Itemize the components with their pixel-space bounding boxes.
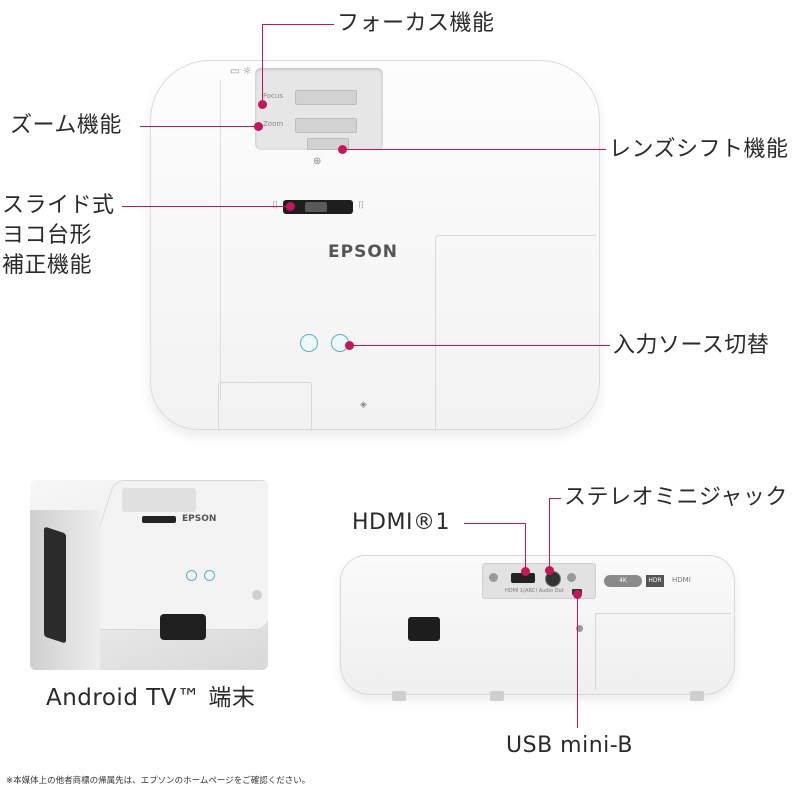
keystone-left-icon: ⌷ [272, 200, 278, 211]
leader-hdmi [464, 523, 526, 524]
marker-hdmi [521, 567, 530, 576]
power-inlet [408, 617, 440, 641]
footnote: ※本媒体上の他者商標の帰属先は、エプソンのホームページをご確認ください。 [6, 776, 311, 786]
projector-foot-cover [218, 382, 312, 431]
projector-rear-view: HDMI 1(ARC) Audio Out 4K HDR HDMI [340, 555, 735, 705]
android-tv-dongle [44, 526, 66, 644]
lamp-indicator-icon: ▭ ☼ [230, 66, 252, 77]
callout-keystone-line2: ヨコ台形 [2, 223, 93, 248]
leader-usb [577, 594, 578, 728]
callout-stereo-jack: ステレオミニジャック [564, 485, 788, 510]
angled-brand-logo: EPSON [182, 514, 217, 524]
callout-usb: USB mini-B [506, 733, 633, 758]
port-screw-left [489, 573, 498, 582]
leader-lens-shift [344, 149, 606, 150]
focus-lever-label: Focus [263, 92, 283, 100]
angled-power-button [186, 570, 197, 581]
angled-keystone-slider [142, 516, 176, 523]
brand-logo: EPSON [328, 242, 398, 262]
focus-lever[interactable] [295, 90, 357, 105]
angled-lens-controls [122, 488, 196, 512]
hdmi-logo: HDMI [672, 576, 691, 584]
port-panel-label: HDMI 1(ARC) Audio Out [505, 588, 564, 594]
leader-stereo-jack-vertical [549, 498, 550, 570]
keystone-right-icon: ⌷ [358, 200, 364, 211]
zoom-lever-label: Zoom [263, 120, 284, 128]
caption-android-tv: Android TV™ 端末 [46, 685, 256, 711]
leader-focus [262, 24, 334, 25]
angled-input-button [204, 570, 215, 581]
android-tv-dongle-photo: EPSON [30, 480, 268, 670]
marker-stereo-jack [545, 566, 554, 575]
marker-input-source [345, 341, 354, 350]
leader-zoom [140, 126, 258, 127]
rear-foot-left [392, 691, 406, 701]
marker-usb [573, 590, 582, 599]
marker-focus [258, 100, 267, 109]
leader-stereo-jack [549, 498, 561, 499]
projector-side-edge [160, 80, 221, 400]
angled-screw [252, 590, 262, 600]
usb-connector [160, 614, 206, 640]
callout-focus: フォーカス機能 [337, 11, 495, 36]
rear-vent-panel [595, 613, 731, 690]
callout-zoom: ズーム機能 [10, 113, 122, 138]
aleo-logo-icon: ◈ [360, 400, 367, 410]
marker-zoom [254, 122, 263, 131]
4k-pro-uhd-badge: 4K [604, 575, 642, 587]
leader-hdmi-vertical [525, 523, 526, 571]
projector-top-panel [435, 235, 596, 431]
leader-keystone [122, 206, 290, 207]
leader-focus-vertical [262, 24, 263, 104]
callout-lens-shift: レンズシフト機能 [609, 137, 789, 162]
lens-shift-icon: ⊕ [313, 156, 322, 167]
marker-keystone [286, 202, 295, 211]
rear-screw [576, 625, 583, 632]
hdr-badge: HDR [646, 575, 664, 587]
rear-foot-center [490, 691, 504, 701]
callout-keystone-line1: スライド式 [2, 193, 115, 218]
power-button[interactable] [300, 334, 318, 352]
rear-foot-right [690, 691, 704, 701]
port-screw-right [567, 573, 576, 582]
keystone-slider-knob[interactable] [305, 202, 327, 212]
zoom-lever[interactable] [295, 118, 357, 133]
keystone-slider[interactable] [283, 200, 353, 214]
callout-keystone-line3: 補正機能 [2, 253, 93, 278]
lens-control-recess: Focus Zoom [255, 68, 383, 150]
marker-lens-shift [338, 145, 347, 154]
hdmi-port [511, 573, 535, 583]
callout-input-source: 入力ソース切替 [613, 333, 770, 358]
projector-top-view: ▭ ☼ Focus Zoom ⊕ ⌷ ⌷ EPSON ◈ [150, 60, 600, 431]
callout-hdmi: HDMI®1 [352, 510, 450, 535]
leader-input-source [350, 345, 610, 346]
